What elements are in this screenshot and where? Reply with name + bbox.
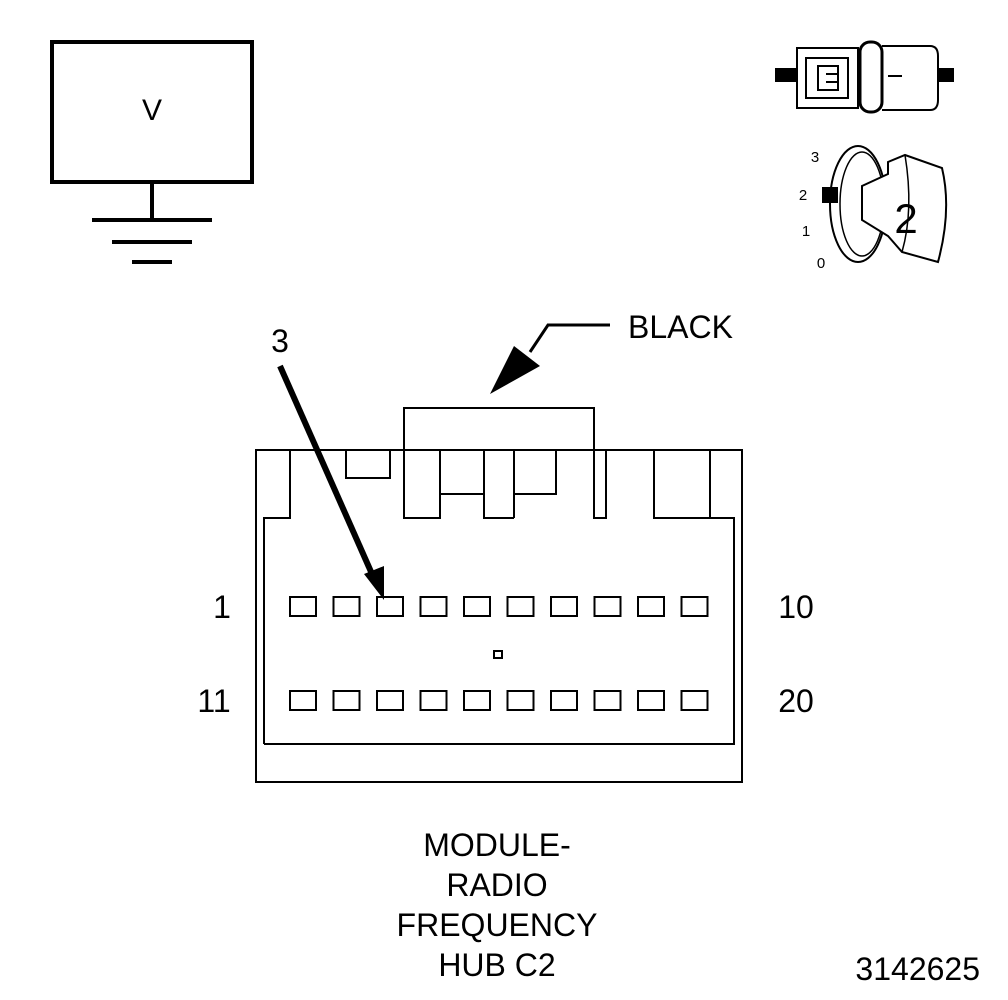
voltmeter-symbol: V bbox=[50, 40, 254, 264]
pin-cavity-9 bbox=[637, 596, 665, 617]
connector-body bbox=[255, 407, 743, 783]
pin-cavity-18 bbox=[593, 690, 622, 711]
connector-color-label: BLACK bbox=[628, 309, 733, 345]
pin-cavity-1 bbox=[289, 596, 317, 617]
pin-cavity-11 bbox=[289, 690, 317, 711]
pin-label-last-row1: 10 bbox=[778, 589, 814, 625]
pin-cavity-14 bbox=[419, 690, 448, 711]
ground-icon bbox=[92, 218, 212, 264]
ignition-key-icon: 3 2 1 0 2 bbox=[799, 145, 948, 272]
pin-cavity-20 bbox=[680, 690, 709, 711]
pin-cavity-13 bbox=[376, 690, 404, 711]
pin-cavity-4 bbox=[419, 596, 448, 617]
pin-row-1 bbox=[289, 596, 709, 617]
caption-line-2: RADIO bbox=[446, 867, 547, 903]
polarization-key bbox=[493, 650, 503, 659]
voltmeter-label: V bbox=[142, 94, 162, 127]
pin-cavity-3 bbox=[376, 596, 404, 617]
pin-cavity-10 bbox=[680, 596, 709, 617]
pin-label-last-row2: 20 bbox=[778, 683, 814, 719]
pin-cavity-16 bbox=[506, 690, 535, 711]
caption-line-1: MODULE- bbox=[423, 827, 571, 863]
pin-cavity-7 bbox=[550, 596, 578, 617]
ignition-position-2: 2 bbox=[799, 187, 807, 204]
caption-line-4: HUB C2 bbox=[438, 947, 555, 983]
pin-label-first-row1: 1 bbox=[213, 589, 231, 625]
pin-cavity-19 bbox=[637, 690, 665, 711]
ignition-position-0: 0 bbox=[817, 255, 825, 272]
pin-row-2 bbox=[289, 690, 709, 711]
color-callout: BLACK bbox=[490, 309, 733, 394]
pin-cavity-15 bbox=[463, 690, 491, 711]
figure-number: 3142625 bbox=[855, 951, 980, 987]
pin-callout-label: 3 bbox=[271, 323, 289, 359]
ignition-selected-position: 2 bbox=[894, 195, 917, 242]
pin-callout: 3 bbox=[271, 323, 384, 600]
pin-cavity-6 bbox=[506, 596, 535, 617]
disconnect-connector-icon bbox=[775, 40, 954, 114]
ignition-position-1: 1 bbox=[802, 223, 810, 240]
caption-line-3: FREQUENCY bbox=[397, 907, 598, 943]
caption: MODULE- RADIO FREQUENCY HUB C2 bbox=[397, 827, 598, 983]
pin-label-first-row2: 11 bbox=[197, 683, 230, 719]
pin-cavity-8 bbox=[593, 596, 622, 617]
pin-cavity-2 bbox=[332, 596, 361, 617]
pin-cavity-12 bbox=[332, 690, 361, 711]
ignition-position-3: 3 bbox=[811, 149, 819, 166]
pin-cavity-17 bbox=[550, 690, 578, 711]
pin-cavity-5 bbox=[463, 596, 491, 617]
pin-callout-arrowhead bbox=[364, 566, 384, 600]
color-callout-arrowhead bbox=[490, 346, 540, 394]
